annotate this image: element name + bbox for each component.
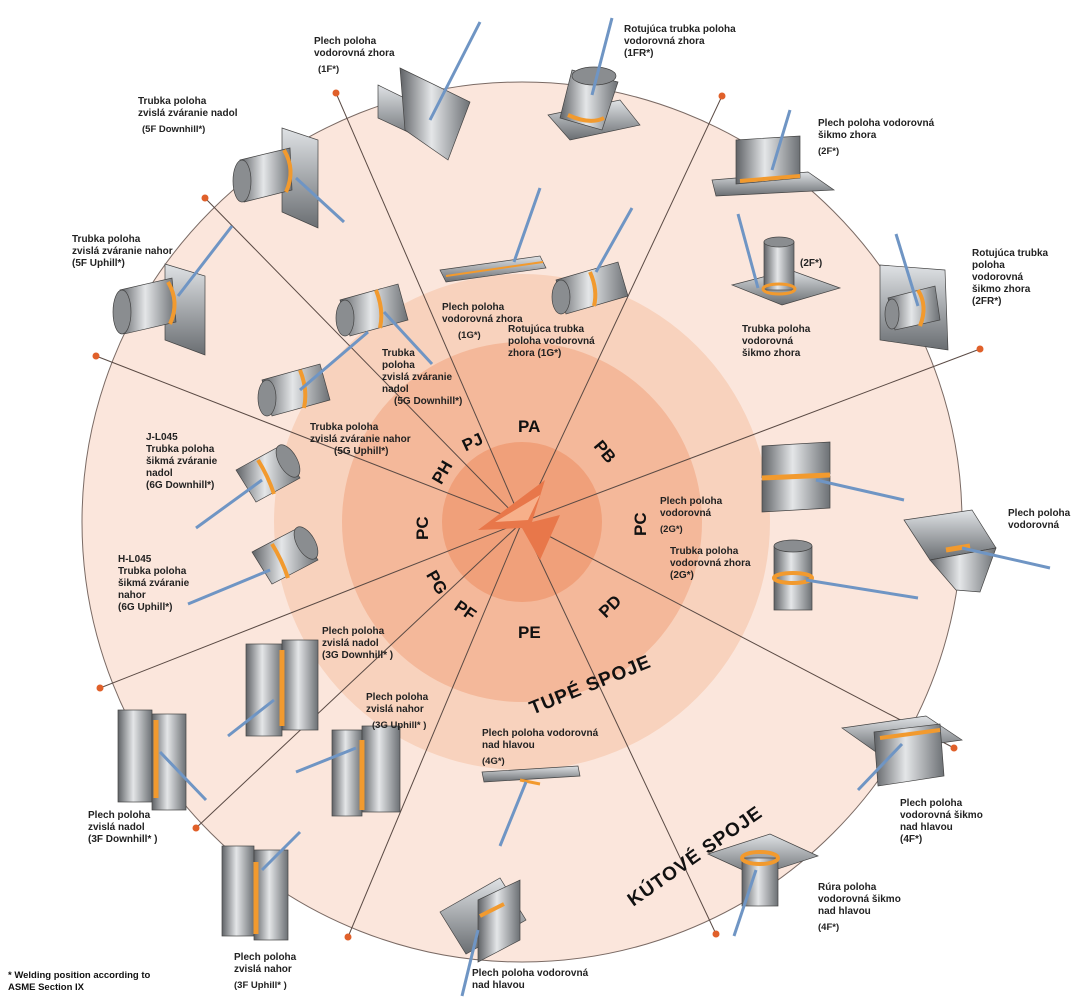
- label-1fr-code: (1FR*): [624, 48, 654, 59]
- label-3f-uphill-title: Plech poloha zvislá nahor: [234, 952, 297, 975]
- specimen-2g-pipe: [772, 539, 919, 611]
- label-3g-downhill-code: (3G Downhill* ): [322, 650, 394, 661]
- label-5f-downhill: Trubka poloha zvislá zváranie nadol (5F …: [138, 84, 238, 148]
- specimen-6g-uphill: [187, 526, 319, 606]
- label-5g-uphill-title: Trubka poloha zvislá zváranie nahor: [310, 422, 411, 445]
- label-2g-pipe-code: (2G*): [670, 570, 694, 581]
- specimen-2f-pipe: [730, 213, 842, 306]
- label-6g-downhill-code: (6G Downhill*): [146, 480, 215, 491]
- label-6g-downhill-title: J-L045 Trubka poloha šikmá zváranie nado…: [146, 432, 218, 479]
- specimen-5f-downhill: [232, 127, 346, 229]
- label-4g-code: (4G*): [482, 756, 505, 767]
- label-5g-downhill-code: (5G Downhill*): [394, 396, 463, 407]
- specimen-plate-horizontal: [903, 509, 1051, 593]
- center-logo-icon: [478, 480, 560, 560]
- label-4f-plate: Plech poloha vodorovná šikmo nad hlavou …: [900, 786, 983, 858]
- label-5f-downhill-title: Trubka poloha zvislá zváranie nadol: [138, 96, 238, 119]
- specimen-5g-uphill: [257, 330, 369, 417]
- label-5g-downhill-title: Trubka poloha zvislá zváranie nadol: [382, 348, 453, 395]
- specimen-6g-downhill: [195, 444, 301, 530]
- label-1fr: Rotujúca trubka poloha vodorovná zhora (…: [624, 12, 736, 72]
- specimen-1fr: [547, 17, 641, 141]
- label-plate-horizontal: Plech poloha vodorovná: [1008, 508, 1071, 531]
- label-2f-pipe: Trubka poloha vodorovná šikmo zhora: [742, 324, 811, 359]
- label-3f-uphill: Plech poloha zvislá nahor (3F Uphill* ): [234, 940, 296, 1004]
- label-1fr-title: Rotujúca trubka poloha vodorovná zhora: [624, 24, 736, 47]
- label-2g-pipe-title: Trubka poloha vodorovná zhora: [670, 546, 751, 569]
- code-pe: PE: [518, 623, 541, 642]
- label-1g-rotating: Rotujúca trubka poloha vodorovná zhora (…: [508, 324, 595, 359]
- label-6g-uphill-title: H-L045 Trubka poloha šikmá zváranie naho…: [118, 554, 190, 601]
- label-6g-uphill: H-L045 Trubka poloha šikmá zváranie naho…: [118, 542, 189, 626]
- label-1f: Plech poloha vodorovná zhora (1F*): [314, 24, 395, 88]
- label-3g-downhill: Plech poloha zvislá nadol (3G Downhill* …: [322, 614, 393, 674]
- label-5g-uphill-code: (5G Uphill*): [334, 446, 389, 457]
- label-2fr-title: Rotujúca trubka poloha vodorovná šikmo z…: [972, 248, 1049, 295]
- label-overhead-bottom: Plech poloha vodorovná nad hlavou: [472, 968, 589, 991]
- footnote: * Welding position according to ASME Sec…: [8, 970, 151, 993]
- specimen-3f-uphill: [221, 830, 302, 941]
- specimen-4g: [481, 765, 581, 847]
- specimen-1g-pipe: [551, 207, 634, 315]
- label-2f-plate: Plech poloha vodorovná šikmo zhora (2F*): [818, 106, 934, 170]
- specimen-2g-plate: [761, 441, 905, 513]
- label-6g-downhill: J-L045 Trubka poloha šikmá zváranie nado…: [146, 420, 217, 504]
- label-5f-downhill-code: (5F Downhill*): [142, 124, 206, 135]
- specimen-3g-downhill: [227, 639, 319, 738]
- specimen-2fr: [879, 233, 949, 351]
- spoke-end-dots: [92, 89, 984, 941]
- label-4f-plate-title: Plech poloha vodorovná šikmo nad hlavou: [900, 798, 983, 833]
- label-3g-uphill-code: (3G Uphill* ): [372, 720, 427, 731]
- label-5f-uphill-code: (5F Uphill*): [72, 258, 125, 269]
- specimen-3f-downhill: [117, 709, 208, 811]
- label-2fr: Rotujúca trubka poloha vodorovná šikmo z…: [972, 236, 1048, 320]
- label-3g-uphill-title: Plech poloha zvislá nahor: [366, 692, 429, 715]
- specimen-5f-uphill: [112, 225, 234, 356]
- specimen-4f-plate: [841, 715, 963, 792]
- label-1f-title: Plech poloha vodorovná zhora: [314, 36, 395, 59]
- label-5g-downhill: Trubka poloha zvislá zváranie nadol (5G …: [382, 336, 462, 420]
- label-1g-plate-title: Plech poloha vodorovná zhora: [442, 302, 523, 325]
- label-1g-plate: Plech poloha vodorovná zhora (1G*): [442, 290, 523, 354]
- specimen-1f: [377, 21, 482, 161]
- specimen-2f-plate: [711, 109, 836, 197]
- label-2g-plate-code: (2G*): [660, 524, 683, 535]
- label-2f-plate-title: Plech poloha vodorovná šikmo zhora: [818, 118, 935, 141]
- label-4f-pipe: Rúra poloha vodorovná šikmo nad hlavou (…: [818, 870, 901, 946]
- label-5f-uphill: Trubka poloha zvislá zváranie nahor (5F …: [72, 222, 173, 282]
- specimen-1g-plate: [439, 187, 547, 283]
- label-6g-uphill-code: (6G Uphill*): [118, 602, 173, 613]
- label-3g-uphill: Plech poloha zvislá nahor (3G Uphill* ): [366, 680, 428, 744]
- code-pc-right: PC: [631, 512, 650, 536]
- label-4f-plate-code: (4F*): [900, 834, 923, 845]
- label-2g-plate: Plech poloha vodorovná (2G*): [660, 484, 722, 548]
- code-pc-left: PC: [413, 516, 432, 540]
- specimen-4f-pipe: [707, 833, 819, 937]
- label-4f-pipe-title: Rúra poloha vodorovná šikmo nad hlavou: [818, 882, 901, 917]
- label-1g-plate-code: (1G*): [458, 330, 481, 341]
- label-3f-uphill-code: (3F Uphill* ): [234, 980, 287, 991]
- label-5g-uphill: Trubka poloha zvislá zváranie nahor (5G …: [310, 410, 411, 470]
- label-2g-plate-title: Plech poloha vodorovná: [660, 496, 723, 519]
- specimen-3g-uphill: [295, 725, 401, 817]
- specimen-5g-downhill: [335, 283, 434, 366]
- label-3g-downhill-title: Plech poloha zvislá nadol: [322, 626, 385, 649]
- specimen-overhead-bottom: [439, 877, 527, 997]
- label-5f-uphill-title: Trubka poloha zvislá zváranie nahor: [72, 234, 173, 257]
- label-3f-downhill: Plech poloha zvislá nadol (3F Downhill* …: [88, 810, 158, 845]
- label-2f-pipe-code: (2F*): [800, 258, 823, 269]
- label-2f-plate-code: (2F*): [818, 146, 840, 157]
- position-spokes: [95, 92, 981, 938]
- label-4g: Plech poloha vodorovná nad hlavou (4G*): [482, 716, 598, 780]
- label-2fr-code: (2FR*): [972, 296, 1002, 307]
- code-pa: PA: [518, 417, 540, 436]
- label-2g-pipe: Trubka poloha vodorovná zhora (2G*): [670, 534, 751, 594]
- label-4g-title: Plech poloha vodorovná nad hlavou: [482, 728, 599, 751]
- label-4f-pipe-code: (4F*): [818, 922, 840, 933]
- label-1f-code: (1F*): [318, 64, 340, 75]
